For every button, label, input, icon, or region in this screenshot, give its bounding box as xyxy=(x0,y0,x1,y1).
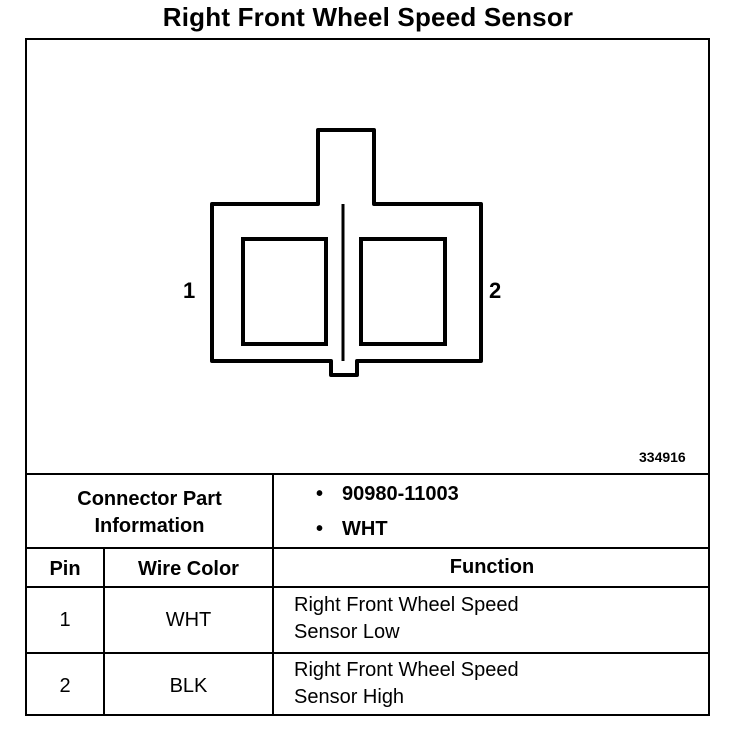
connector-color-item: • WHT xyxy=(316,518,388,541)
row-2-wire-color: BLK xyxy=(169,675,208,697)
row-2-pin: 2 xyxy=(59,675,71,697)
part-number-value: 90980-11003 xyxy=(342,483,459,505)
part-info-divider xyxy=(272,473,274,716)
table-top-rule xyxy=(25,473,710,475)
connector-color-value: WHT xyxy=(342,518,388,540)
bullet-icon: • xyxy=(316,518,324,540)
diagram-frame xyxy=(25,38,710,716)
pin-column-divider xyxy=(103,547,105,716)
row-1-function-line2: Sensor Low xyxy=(294,621,400,643)
pin-2-label: 2 xyxy=(489,278,502,303)
connector-diagram-area: 1 2 334916 xyxy=(25,38,710,474)
connector-housing-outline xyxy=(210,128,483,377)
header-function: Function xyxy=(449,556,535,578)
terminal-cavity-2 xyxy=(359,237,447,346)
diagram-title: Right Front Wheel Speed Sensor xyxy=(162,2,574,32)
figure-code: 334916 xyxy=(639,449,686,465)
header-bottom-rule xyxy=(25,586,710,588)
part-info-label-line2: Information xyxy=(94,515,205,537)
part-info-label-line1: Connector Part xyxy=(77,488,222,510)
row-1-function-line1: Right Front Wheel Speed xyxy=(294,594,519,616)
terminal-cavity-1 xyxy=(241,237,328,346)
row-2-function-line1: Right Front Wheel Speed xyxy=(294,659,519,681)
part-number-item: • 90980-11003 xyxy=(316,483,459,506)
row-divider-rule xyxy=(25,652,710,654)
header-top-rule xyxy=(25,547,710,549)
bullet-icon: • xyxy=(316,483,324,505)
header-wire-color: Wire Color xyxy=(138,558,239,580)
row-1-pin: 1 xyxy=(59,609,71,631)
row-1-wire-color: WHT xyxy=(165,609,212,631)
connector-face-drawing xyxy=(210,128,483,377)
pin-1-label: 1 xyxy=(183,278,196,303)
row-2-function-line2: Sensor High xyxy=(294,686,405,708)
header-pin: Pin xyxy=(49,558,81,580)
